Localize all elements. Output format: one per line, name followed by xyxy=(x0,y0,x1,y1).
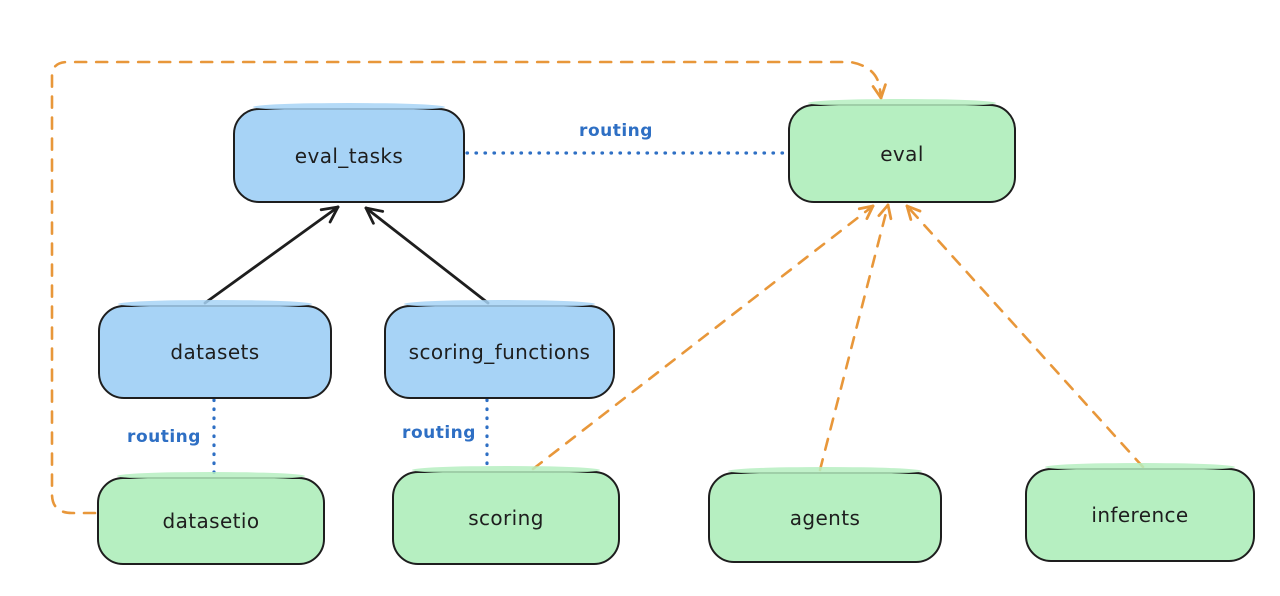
edge-scoring-to-eval xyxy=(531,204,875,471)
node-datasetio: datasetio xyxy=(97,472,325,565)
node-eval_tasks: eval_tasks xyxy=(233,103,465,203)
arrowhead-scoring-to-eval xyxy=(865,204,875,220)
edge-label-routing-datasets-datasetio: routing xyxy=(127,427,201,447)
arrowhead-scoring_functions-to-eval_tasks xyxy=(364,206,375,225)
arrowhead-datasetio-to-eval xyxy=(879,83,887,100)
arrowhead-agents-to-eval xyxy=(886,203,893,221)
node-agents: agents xyxy=(708,467,942,563)
node-scoring: scoring xyxy=(392,466,620,565)
node-label-inference: inference xyxy=(1091,503,1189,527)
arrowhead-inference-to-eval xyxy=(905,204,922,213)
edge-scoring_functions-to-eval_tasks xyxy=(364,206,490,305)
edge-agents-to-eval xyxy=(818,203,890,472)
edge-datasetio-to-eval xyxy=(50,60,883,515)
node-label-datasets: datasets xyxy=(170,340,260,364)
node-datasets: datasets xyxy=(98,300,332,399)
node-eval: eval xyxy=(788,99,1016,203)
arrowhead-datasets-to-eval_tasks xyxy=(328,205,340,224)
node-inference: inference xyxy=(1025,463,1255,562)
edge-label-routing-scoring_functions-scoring: routing xyxy=(402,423,476,443)
node-label-agents: agents xyxy=(789,505,861,530)
node-scoring_functions: scoring_functions xyxy=(384,300,615,399)
edge-inference-to-eval xyxy=(905,204,1145,469)
arrowhead-datasetio-to-eval xyxy=(871,85,883,100)
edge-datasets-to-eval_tasks xyxy=(203,205,340,305)
node-label-scoring: scoring xyxy=(468,506,544,530)
arrowhead-scoring_functions-to-eval_tasks xyxy=(364,206,385,213)
node-label-scoring_functions: scoring_functions xyxy=(408,340,591,364)
node-label-eval_tasks: eval_tasks xyxy=(294,143,404,168)
node-label-datasetio: datasetio xyxy=(162,509,260,533)
arrowhead-datasets-to-eval_tasks xyxy=(319,205,340,212)
arrowhead-agents-to-eval xyxy=(877,203,890,217)
arrowhead-scoring-to-eval xyxy=(857,204,875,211)
edge-label-routing-eval_tasks-eval: routing xyxy=(579,121,653,141)
arrowhead-inference-to-eval xyxy=(905,204,913,221)
node-label-eval: eval xyxy=(880,141,924,166)
